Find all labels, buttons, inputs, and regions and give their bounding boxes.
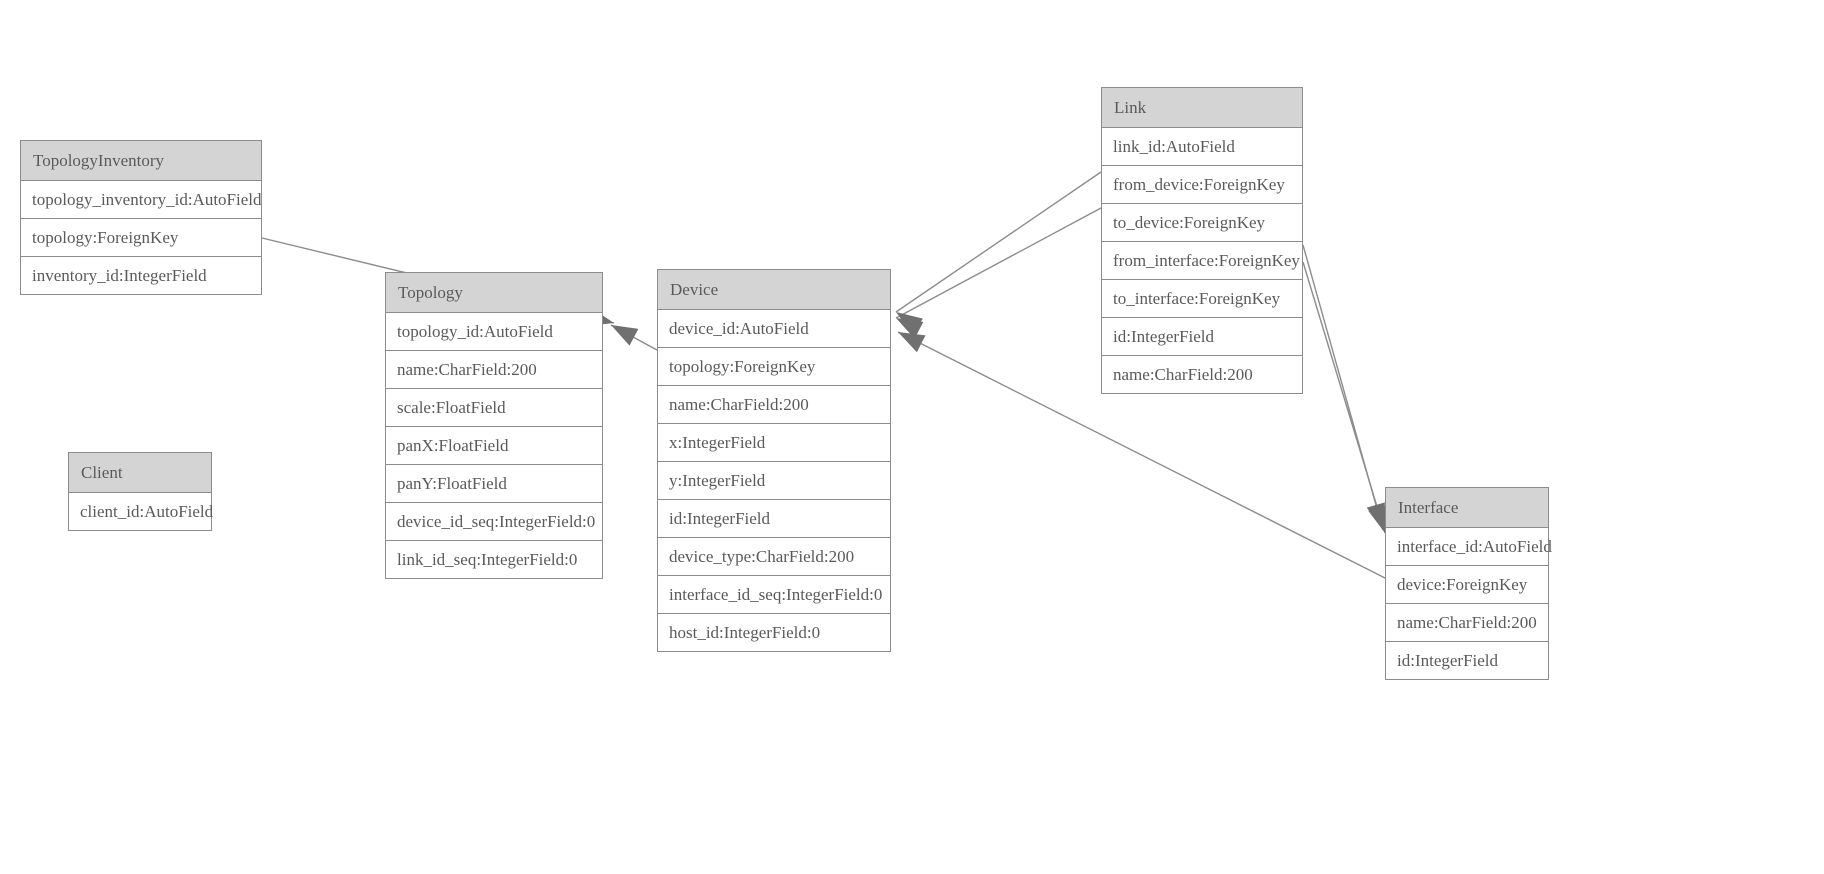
entity-field: topology:ForeignKey <box>658 348 890 386</box>
entity-field: panX:FloatField <box>386 427 602 465</box>
entity-field: interface_id:AutoField <box>1386 528 1552 566</box>
entity-field: name:CharField:200 <box>1102 356 1302 393</box>
entity-field: to_interface:ForeignKey <box>1102 280 1302 318</box>
entity-field: name:CharField:200 <box>1386 604 1548 642</box>
entity-field: name:CharField:200 <box>658 386 890 424</box>
entity-field: topology:ForeignKey <box>21 219 261 257</box>
entity-field: scale:FloatField <box>386 389 602 427</box>
entity-field: inventory_id:IntegerField <box>21 257 261 294</box>
entity-title-device: Device <box>658 270 890 310</box>
entity-field: id:IntegerField <box>1386 642 1548 679</box>
entity-title-link: Link <box>1102 88 1302 128</box>
entity-title-interface: Interface <box>1386 488 1548 528</box>
entity-title-client: Client <box>69 453 211 493</box>
entity-field: interface_id_seq:IntegerField:0 <box>658 576 890 614</box>
entity-field: id:IntegerField <box>658 500 890 538</box>
entity-field: name:CharField:200 <box>386 351 602 389</box>
relationship-line-device-to-topology <box>610 324 658 351</box>
entity-field: link_id_seq:IntegerField:0 <box>386 541 602 578</box>
entity-field: device:ForeignKey <box>1386 566 1548 604</box>
entity-title-topology-inventory: TopologyInventory <box>21 141 261 181</box>
entity-field: device_id_seq:IntegerField:0 <box>386 503 602 541</box>
entity-field: link_id:AutoField <box>1102 128 1302 166</box>
entity-field: host_id:IntegerField:0 <box>658 614 890 651</box>
entity-field: topology_inventory_id:AutoField <box>21 181 262 219</box>
entity-field: from_interface:ForeignKey <box>1102 242 1302 280</box>
entity-field: from_device:ForeignKey <box>1102 166 1302 204</box>
entity-field: id:IntegerField <box>1102 318 1302 356</box>
entity-field: device_id:AutoField <box>658 310 890 348</box>
relationship-line-link-to-device-to-device <box>895 207 1102 319</box>
entity-field: topology_id:AutoField <box>386 313 602 351</box>
relationship-arrowhead-interface-device-to-device <box>898 332 926 353</box>
entity-field: y:IntegerField <box>658 462 890 500</box>
relationship-line-link-from-device-to-device <box>895 171 1102 313</box>
relationship-arrowhead-device-to-topology <box>611 325 639 346</box>
relationship-arrowhead-link-to-device-to-device <box>896 318 924 339</box>
relationship-arrowhead-link-from-device-to-device <box>896 312 923 335</box>
entity-title-topology: Topology <box>386 273 602 313</box>
entity-field: panY:FloatField <box>386 465 602 503</box>
relationship-line-link-from-interface-to-interface <box>1302 244 1384 531</box>
entity-field: to_device:ForeignKey <box>1102 204 1302 242</box>
relationship-line-link-to-interface-to-interface <box>1302 261 1386 534</box>
entity-field: client_id:AutoField <box>69 493 213 530</box>
entity-field: x:IntegerField <box>658 424 890 462</box>
entity-field: device_type:CharField:200 <box>658 538 890 576</box>
